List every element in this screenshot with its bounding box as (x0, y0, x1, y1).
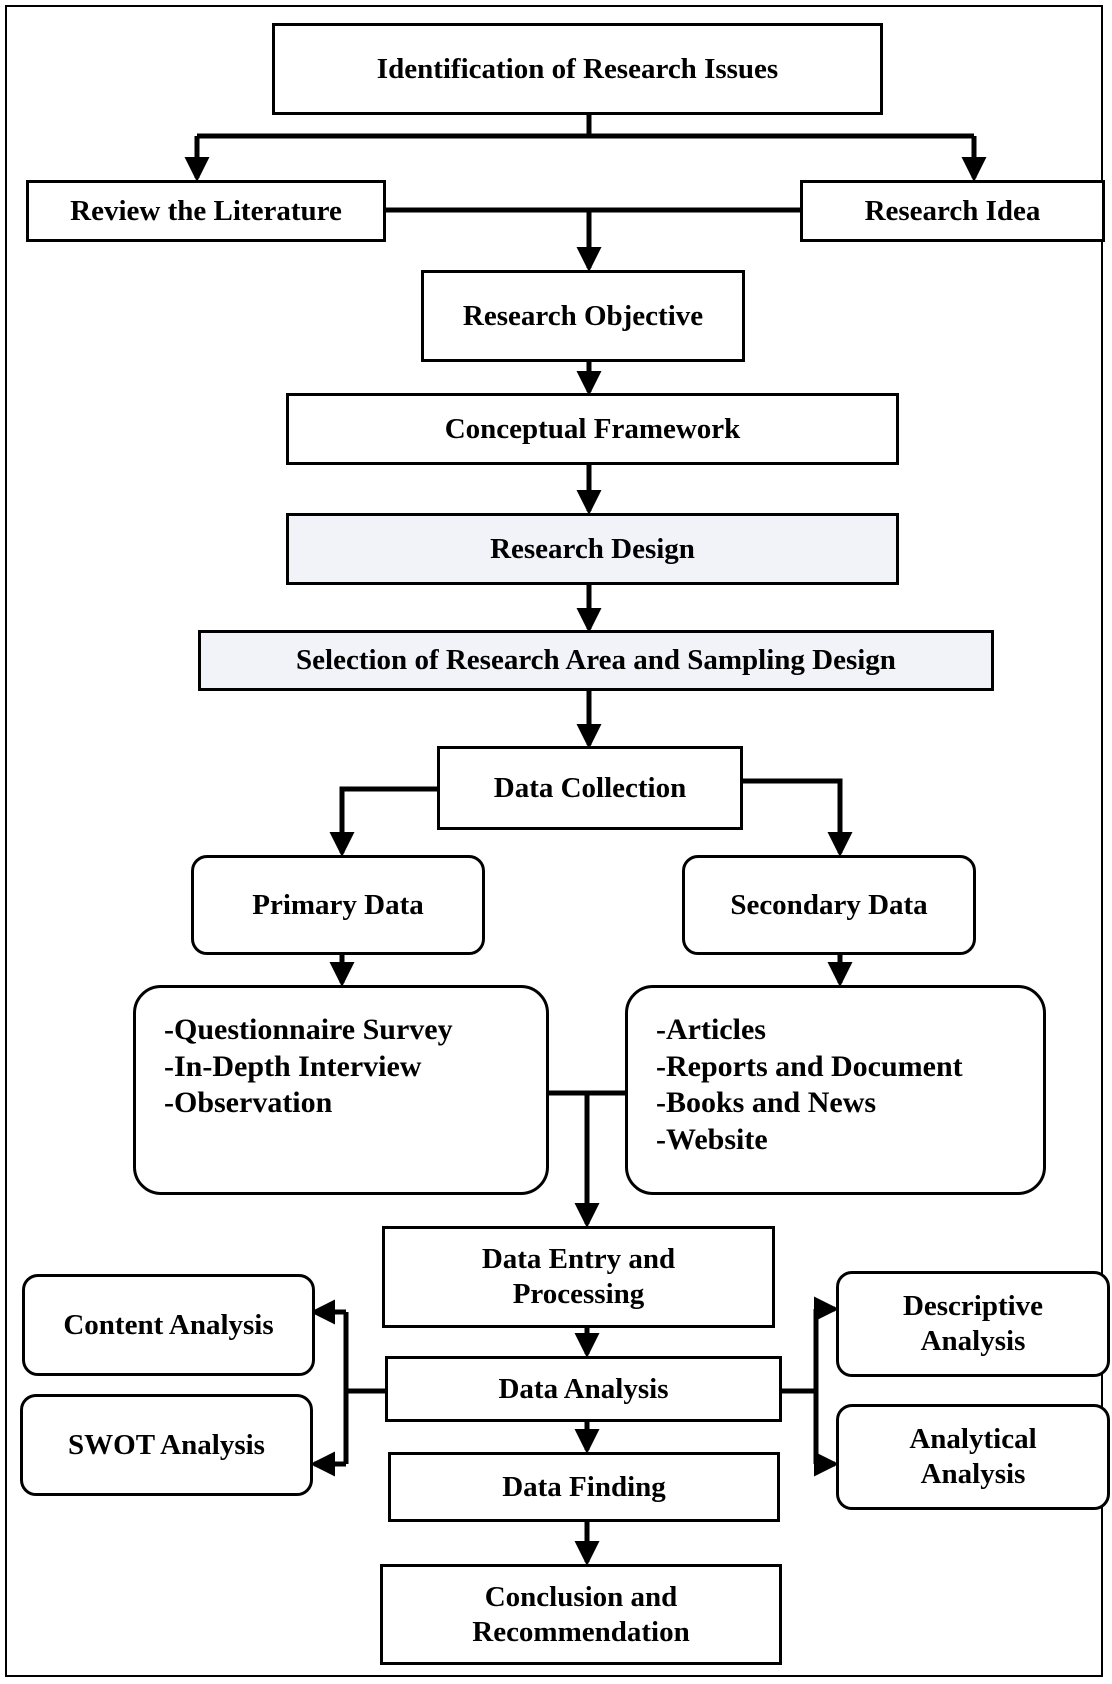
diagram-frame (5, 5, 1103, 1677)
analytical-analysis-label: Analytical Analysis (909, 1423, 1037, 1490)
review-literature-node: Review the Literature (26, 180, 386, 242)
data-entry-label: Data Entry and Processing (481, 1243, 676, 1310)
identification-label: Identification of Research Issues (376, 52, 779, 85)
primary-data-node: Primary Data (191, 855, 485, 955)
analytical-analysis-node: Analytical Analysis (836, 1404, 1110, 1510)
data-analysis-node: Data Analysis (385, 1356, 782, 1422)
research-objective-label: Research Objective (462, 299, 704, 332)
data-collection-node: Data Collection (437, 746, 743, 830)
data-finding-node: Data Finding (388, 1452, 780, 1522)
secondary-source-item: -Website (656, 1122, 768, 1156)
secondary-source-item: -Articles (656, 1013, 766, 1046)
identification-node: Identification of Research Issues (272, 23, 883, 115)
secondary-sources-list: -Articles -Reports and Document -Books a… (656, 1012, 963, 1158)
selection-label: Selection of Research Area and Sampling … (296, 644, 896, 677)
conclusion-label: Conclusion and Recommendation (472, 1580, 690, 1648)
swot-analysis-label: SWOT Analysis (68, 1428, 265, 1461)
primary-data-label: Primary Data (252, 888, 424, 921)
selection-node: Selection of Research Area and Sampling … (198, 630, 994, 691)
conclusion-node: Conclusion and Recommendation (380, 1564, 782, 1665)
arrow-to-primary-data (329, 786, 439, 858)
primary-method-item: -Questionnaire Survey (164, 1013, 453, 1046)
arrow-to-secondary-data (741, 778, 853, 858)
research-idea-label: Research Idea (864, 194, 1041, 227)
data-entry-node: Data Entry and Processing (382, 1226, 775, 1328)
secondary-data-node: Secondary Data (682, 855, 976, 955)
review-literature-label: Review the Literature (70, 194, 342, 227)
secondary-sources-node: -Articles -Reports and Document -Books a… (625, 985, 1046, 1195)
primary-method-item: -In-Depth Interview (164, 1049, 422, 1083)
conceptual-framework-node: Conceptual Framework (286, 393, 899, 465)
descriptive-analysis-label: Descriptive Analysis (902, 1290, 1044, 1357)
research-design-label: Research Design (490, 532, 695, 565)
research-idea-node: Research Idea (800, 180, 1105, 242)
data-analysis-label: Data Analysis (498, 1372, 669, 1405)
research-design-node: Research Design (286, 513, 899, 585)
research-objective-node: Research Objective (421, 270, 745, 362)
content-analysis-node: Content Analysis (22, 1274, 315, 1376)
conceptual-framework-label: Conceptual Framework (444, 412, 741, 445)
primary-methods-list: -Questionnaire Survey -In-Depth Intervie… (164, 1012, 453, 1122)
secondary-source-item: -Books and News (656, 1086, 877, 1120)
data-collection-label: Data Collection (493, 771, 687, 804)
primary-methods-node: -Questionnaire Survey -In-Depth Intervie… (133, 985, 549, 1195)
swot-analysis-node: SWOT Analysis (20, 1394, 313, 1496)
primary-method-item: -Observation (164, 1086, 333, 1120)
secondary-source-item: -Reports and Document (656, 1049, 963, 1083)
secondary-data-label: Secondary Data (730, 888, 928, 921)
descriptive-analysis-node: Descriptive Analysis (836, 1271, 1110, 1377)
content-analysis-label: Content Analysis (63, 1308, 274, 1341)
data-finding-label: Data Finding (502, 1470, 666, 1503)
